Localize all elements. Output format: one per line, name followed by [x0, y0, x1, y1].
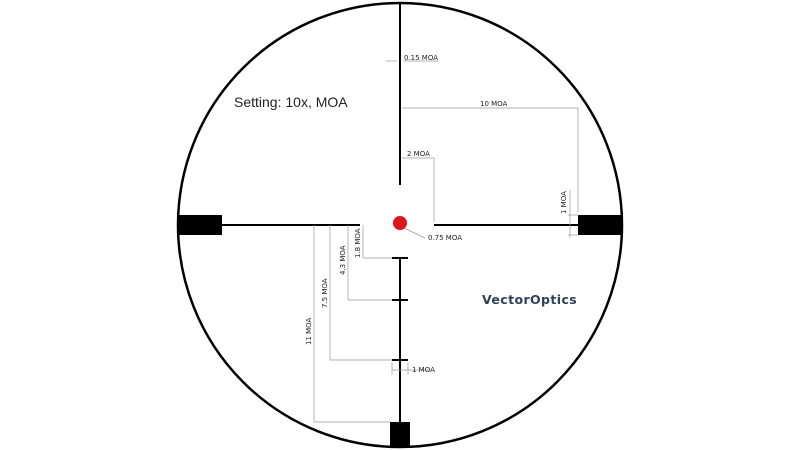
- label-center-dot: 0.75 MOA: [428, 234, 462, 242]
- dimension-center-dot: [403, 227, 426, 239]
- label-span: 10 MOA: [480, 100, 508, 108]
- dimension-post-height: [568, 190, 578, 238]
- center-red-dot: [393, 216, 407, 230]
- left-thick-post: [178, 215, 222, 235]
- label-gap: 2 MOA: [407, 150, 430, 158]
- label-thin-post: 0.15 MOA: [404, 54, 438, 62]
- dimension-span: [402, 107, 579, 212]
- dimension-drop-1: [362, 225, 392, 259]
- label-hash-width: 1 MOA: [412, 366, 435, 374]
- label-drop-1: 1.8 MOA: [354, 228, 362, 258]
- dimension-hash-width: [391, 362, 430, 375]
- dimension-drop-3: [329, 225, 392, 361]
- bottom-thick-post: [390, 422, 410, 448]
- label-drop-4: 11 MOA: [305, 317, 313, 345]
- label-drop-2: 4.3 MOA: [339, 245, 347, 275]
- brand-logo: VectorOptics: [482, 292, 577, 307]
- dimension-drop-2: [347, 225, 392, 301]
- dimension-drop-4: [313, 225, 390, 423]
- label-drop-3: 7.5 MOA: [321, 278, 329, 308]
- label-post-height: 1 MOA: [560, 191, 568, 214]
- dimension-gap: [402, 157, 435, 222]
- right-thick-post: [578, 215, 622, 235]
- setting-text: Setting: 10x, MOA: [234, 94, 348, 110]
